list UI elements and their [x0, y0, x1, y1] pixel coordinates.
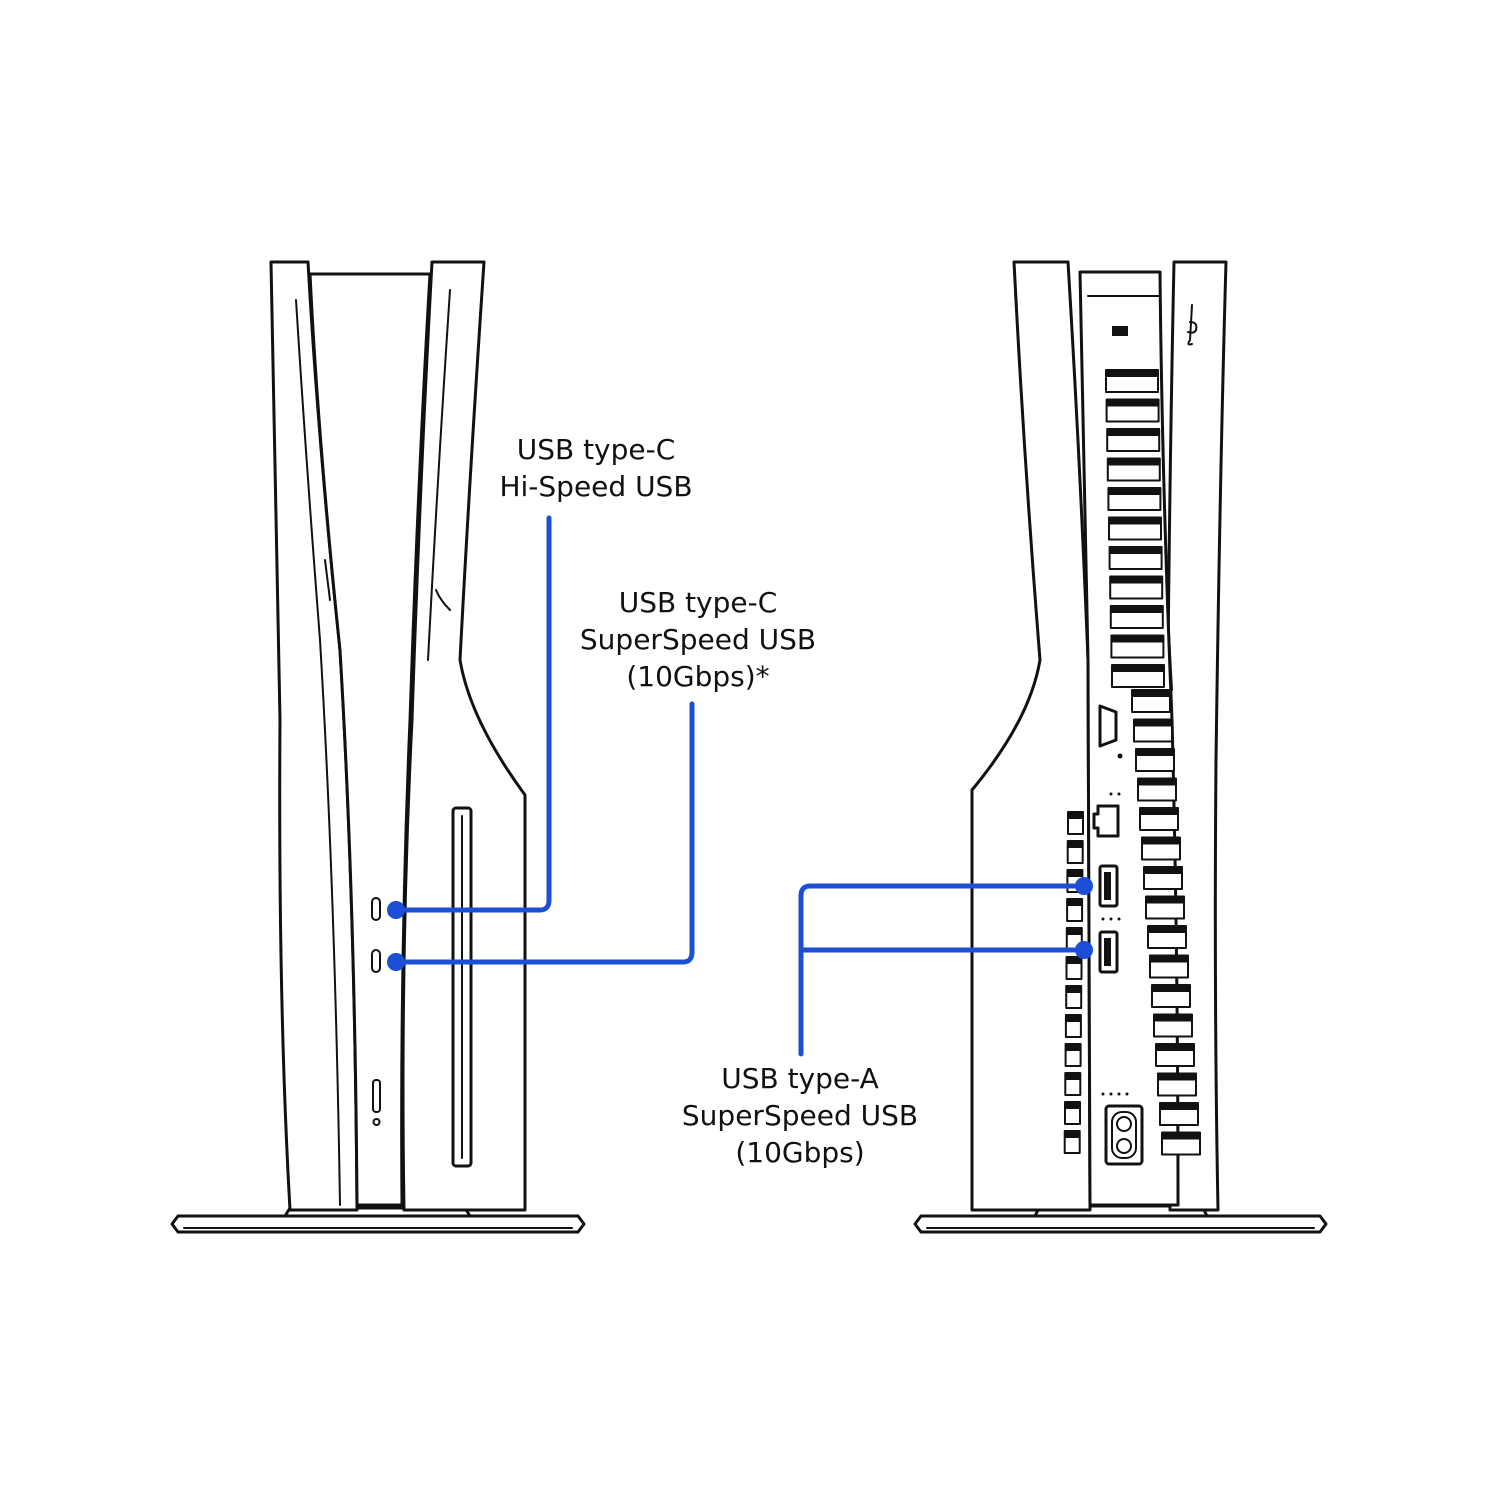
- callout-dot-usb-c-hispeed: [387, 901, 405, 919]
- vent-slat-shade: [1132, 690, 1170, 697]
- vent-slat-shade: [1154, 1014, 1192, 1022]
- side-vent-shade: [1066, 928, 1082, 935]
- side-vent-shade: [1065, 1073, 1081, 1080]
- label-usb-c-hispeed: USB type-C Hi-Speed USB: [499, 431, 692, 505]
- vent-slat-shade: [1134, 719, 1172, 727]
- vent-slat-shade: [1108, 488, 1161, 495]
- vent-slat-shade: [1109, 547, 1162, 554]
- vent-slat-shade: [1110, 576, 1163, 584]
- vent-slat-shade: [1106, 399, 1159, 407]
- vent-slat-shade: [1158, 1073, 1196, 1081]
- vent-slat-shade: [1106, 370, 1158, 377]
- vent-slat-shade: [1160, 1103, 1198, 1110]
- label-usb-c-superspeed: USB type-C SuperSpeed USB (10Gbps)*: [580, 584, 816, 695]
- console-front-view: [170, 260, 586, 1234]
- side-vent-shade: [1067, 899, 1083, 906]
- side-vent-shade: [1067, 870, 1083, 877]
- usb-c-port-icon: [371, 897, 381, 921]
- vent-slat-shade: [1156, 1044, 1194, 1051]
- side-vent-shade: [1065, 1044, 1081, 1051]
- vent-slat-shade: [1144, 867, 1182, 874]
- callout-dot-usb-a-2: [1075, 941, 1093, 959]
- side-vent-shade: [1068, 812, 1083, 819]
- side-vent-shade: [1065, 1102, 1080, 1109]
- rear-stand: [913, 1204, 1328, 1234]
- callout-line-usb-c-hispeed: [392, 515, 552, 913]
- label-usb-c-hispeed-line2: Hi-Speed USB: [499, 470, 693, 503]
- label-usb-c-superspeed-line3: (10Gbps)*: [626, 660, 770, 693]
- console-rear-view: [913, 260, 1328, 1234]
- vent-slat-shade: [1150, 955, 1188, 963]
- callout-dot-usb-a-1: [1075, 877, 1093, 895]
- vent-slat-shade: [1107, 429, 1160, 436]
- rear-vents: [1105, 369, 1201, 1156]
- usb-c-port-icon: [371, 949, 381, 973]
- vent-slat-shade: [1148, 926, 1186, 933]
- front-right-panel: [401, 260, 527, 1212]
- label-usb-c-superspeed-line2: SuperSpeed USB: [579, 623, 817, 656]
- label-usb-a-superspeed-line3: (10Gbps): [735, 1136, 865, 1169]
- side-vent-shade: [1067, 841, 1083, 848]
- side-vent-shade: [1066, 986, 1082, 993]
- ethernet-port-icon: [1092, 804, 1120, 838]
- rear-left-panel: [970, 260, 1092, 1212]
- label-usb-c-superspeed-line1: USB type-C: [618, 586, 778, 619]
- hdmi-port-icon: [1098, 704, 1118, 748]
- callout-lines: [387, 515, 1093, 1057]
- power-inlet-icon: [1101, 1092, 1144, 1166]
- vent-slat-shade: [1152, 985, 1190, 992]
- vent-slat-shade: [1138, 778, 1176, 786]
- power-button-icon: [372, 1079, 381, 1113]
- callout-line-usb-a-superspeed: [798, 883, 1087, 1057]
- vent-slat-shade: [1140, 808, 1178, 815]
- label-usb-a-superspeed-line2: SuperSpeed USB: [681, 1099, 919, 1132]
- side-vent-shade: [1066, 957, 1082, 964]
- front-body: [308, 272, 432, 1207]
- vent-slat-shade: [1112, 665, 1164, 672]
- vent-slat-shade: [1109, 517, 1161, 525]
- vent-slat-shade: [1146, 896, 1184, 904]
- side-vent-shade: [1064, 1131, 1080, 1138]
- callout-line-usb-c-superspeed: [392, 701, 695, 965]
- label-usb-a-superspeed: USB type-A SuperSpeed USB (10Gbps): [682, 1060, 918, 1171]
- vent-slat-shade: [1107, 458, 1160, 466]
- vent-slat-shade: [1111, 635, 1164, 643]
- logo-icon: [1187, 304, 1198, 346]
- rear-side-vents: [1063, 811, 1084, 1154]
- front-stand: [170, 1206, 586, 1234]
- side-vent-shade: [1065, 1015, 1081, 1022]
- vent-slat-shade: [1162, 1132, 1200, 1140]
- vent-slat-shade: [1142, 837, 1180, 845]
- vent-slat-shade: [1110, 606, 1163, 613]
- callout-dot-usb-c-superspeed: [387, 953, 405, 971]
- vent-slat-shade: [1136, 749, 1174, 756]
- label-usb-c-hispeed-line1: USB type-C: [516, 433, 676, 466]
- label-usb-a-superspeed-line1: USB type-A: [721, 1062, 879, 1095]
